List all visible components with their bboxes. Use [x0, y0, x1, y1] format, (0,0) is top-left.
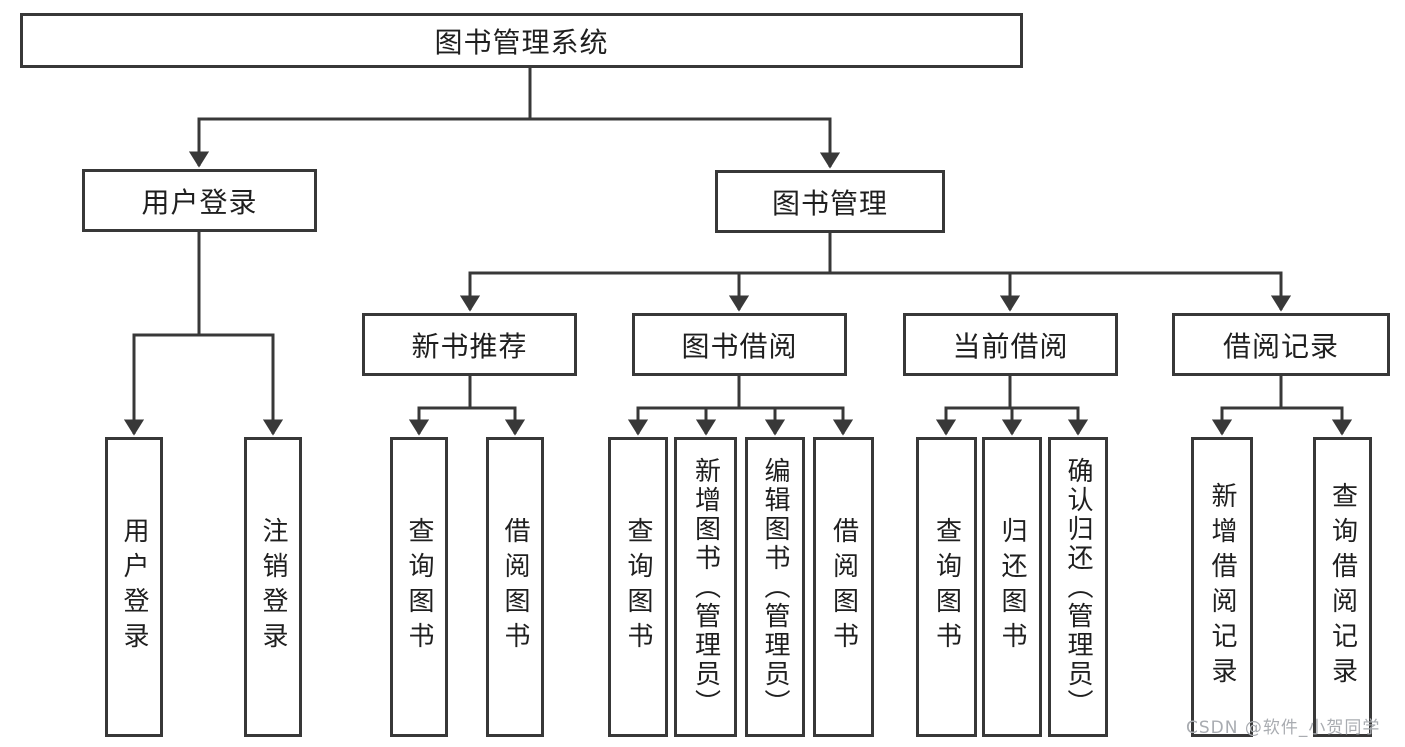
- node-book-management-label: 图书管理: [771, 186, 888, 220]
- edges-user-login-to-leaves: [123, 232, 284, 436]
- leaf-logout-label: 注销登录: [258, 517, 288, 657]
- node-book-borrow: 图书借阅: [632, 313, 847, 376]
- leaf-add-borrow-record: 新增借阅记录: [1191, 437, 1253, 737]
- leaf-query-borrow-record: 查询借阅记录: [1313, 437, 1372, 737]
- leaf-query-book-3: 查询图书: [916, 437, 977, 737]
- leaf-logout: 注销登录: [244, 437, 302, 737]
- leaf-add-book-admin-label: 新增图书（管理员）: [690, 456, 721, 718]
- node-user-login: 用户登录: [82, 169, 317, 232]
- leaf-user-login-label: 用户登录: [119, 517, 149, 657]
- leaf-edit-book-admin: 编辑图书（管理员）: [745, 437, 805, 737]
- leaf-return-book: 归还图书: [982, 437, 1042, 737]
- leaf-borrow-book-2: 借阅图书: [813, 437, 874, 737]
- node-root-label: 图书管理系统: [434, 25, 609, 59]
- edges-book-mgmt-to-level3: [459, 233, 1292, 312]
- leaf-user-login: 用户登录: [105, 437, 163, 737]
- node-book-management: 图书管理: [715, 170, 945, 233]
- edges-borrow-records: [1211, 376, 1353, 436]
- node-current-borrow: 当前借阅: [903, 313, 1118, 376]
- node-new-book-recommend-label: 新书推荐: [411, 329, 528, 363]
- node-current-borrow-label: 当前借阅: [952, 329, 1069, 363]
- leaf-return-book-label: 归还图书: [997, 517, 1027, 657]
- leaf-query-book-2: 查询图书: [608, 437, 668, 737]
- leaf-confirm-return-admin-label: 确认归还（管理员）: [1063, 456, 1093, 718]
- leaf-borrow-book-2-label: 借阅图书: [828, 517, 859, 657]
- node-book-borrow-label: 图书借阅: [681, 329, 798, 363]
- node-new-book-recommend: 新书推荐: [362, 313, 577, 376]
- leaf-borrow-book-1-label: 借阅图书: [500, 517, 530, 657]
- leaf-query-book-2-label: 查询图书: [623, 517, 653, 657]
- edges-current-borrow: [935, 376, 1089, 436]
- node-user-login-label: 用户登录: [141, 185, 258, 219]
- leaf-add-borrow-record-label: 新增借阅记录: [1207, 482, 1237, 692]
- leaf-edit-book-admin-label: 编辑图书（管理员）: [760, 456, 790, 718]
- leaf-query-borrow-record-label: 查询借阅记录: [1327, 482, 1358, 692]
- edges-book-borrow: [627, 376, 854, 436]
- leaf-borrow-book-1: 借阅图书: [486, 437, 544, 737]
- leaf-query-book-1-label: 查询图书: [404, 517, 434, 657]
- node-root-system: 图书管理系统: [20, 13, 1023, 68]
- edges-new-book-recommend: [408, 376, 526, 436]
- leaf-add-book-admin: 新增图书（管理员）: [674, 437, 737, 737]
- leaf-confirm-return-admin: 确认归还（管理员）: [1048, 437, 1108, 737]
- node-borrow-records: 借阅记录: [1172, 313, 1390, 376]
- edges-root-to-level2: [188, 68, 841, 169]
- leaf-query-book-3-label: 查询图书: [931, 517, 962, 657]
- node-borrow-records-label: 借阅记录: [1222, 329, 1339, 363]
- csdn-watermark: CSDN @软件_小贺同学: [1186, 718, 1381, 738]
- leaf-query-book-1: 查询图书: [390, 437, 448, 737]
